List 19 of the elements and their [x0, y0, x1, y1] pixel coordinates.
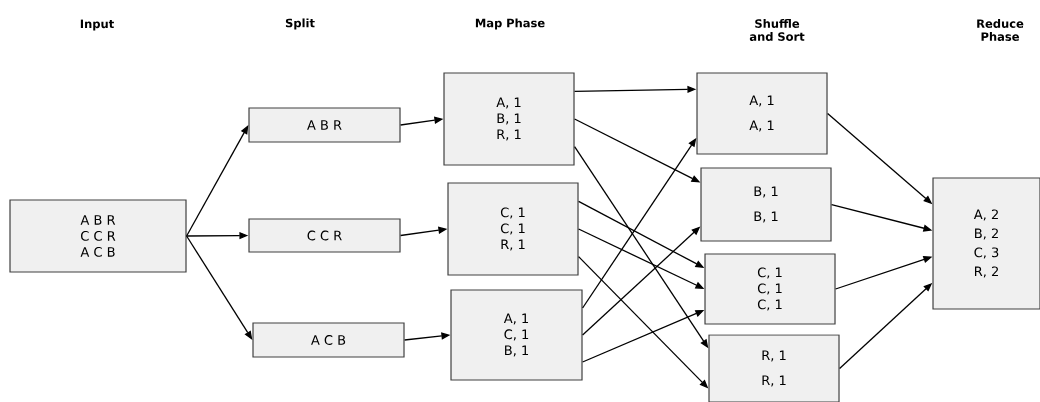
- data-box: A C B: [252, 322, 405, 358]
- column-heading: Shuffle and Sort: [749, 19, 805, 41]
- column-heading: Split: [285, 18, 315, 30]
- arrow: [185, 125, 249, 237]
- data-box: A B R: [248, 107, 401, 143]
- data-box: C, 1 C, 1 R, 1: [447, 182, 579, 276]
- data-box: A, 1 A, 1: [696, 72, 828, 155]
- data-box: R, 1 R, 1: [708, 334, 840, 402]
- column-heading: Map Phase: [475, 18, 545, 30]
- data-box: A, 1 C, 1 B, 1: [450, 289, 583, 381]
- data-box: C C R: [248, 218, 401, 253]
- data-box: A, 1 B, 1 R, 1: [443, 72, 575, 166]
- data-box: B, 1 B, 1: [700, 167, 832, 242]
- data-box: C, 1 C, 1 C, 1: [704, 253, 836, 325]
- arrow: [185, 235, 253, 340]
- data-box: A, 2 B, 2 C, 3 R, 2: [932, 177, 1040, 310]
- data-box: A B R C C R A C B: [9, 199, 187, 273]
- column-heading: Input: [80, 19, 114, 31]
- column-heading: Reduce Phase: [977, 19, 1024, 41]
